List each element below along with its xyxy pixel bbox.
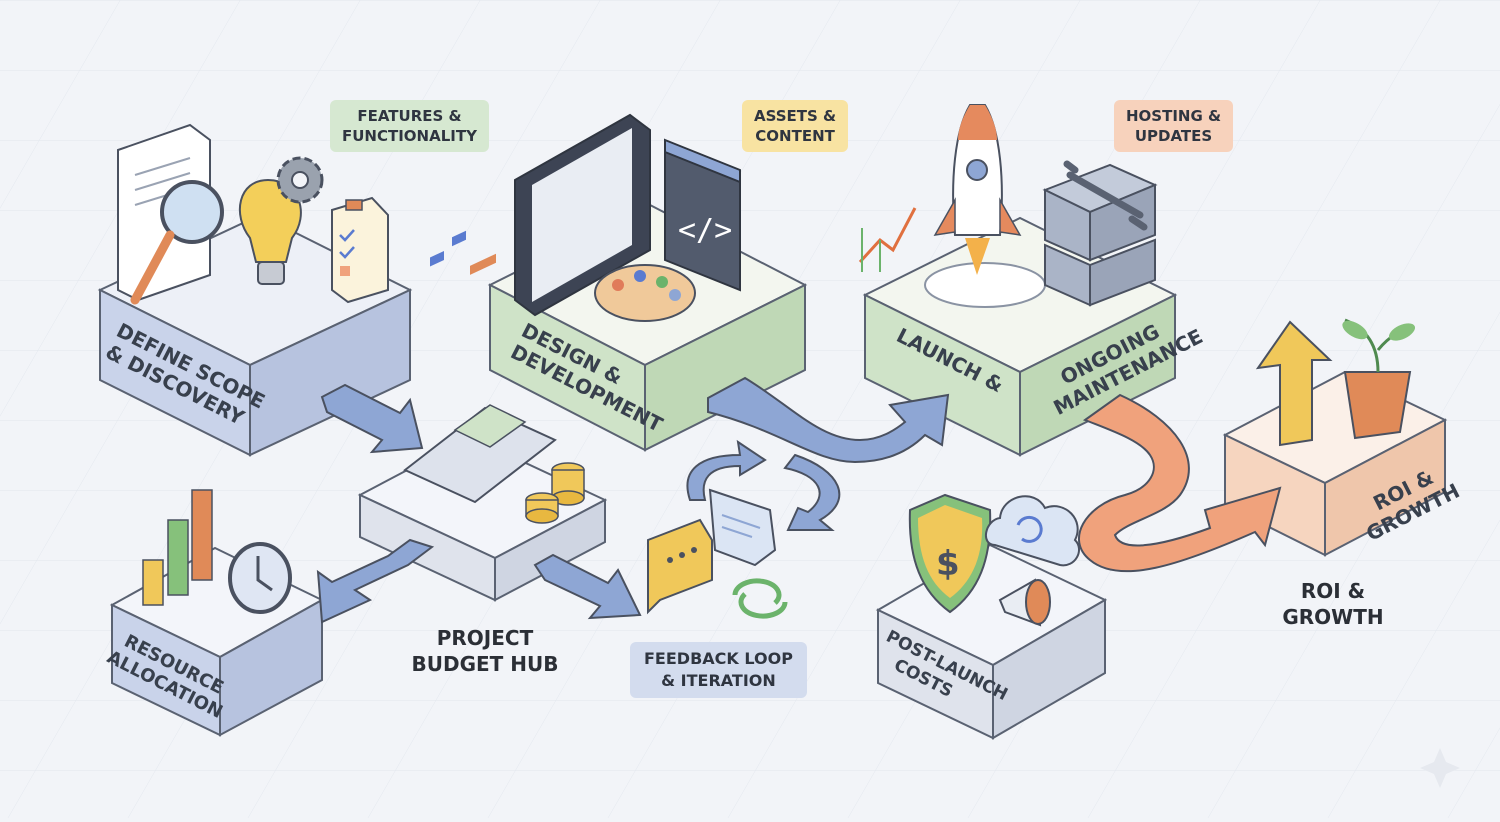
tag-hosting: HOSTING & UPDATES: [1114, 100, 1234, 152]
platform-resource-allocation: RESOURCE ALLOCATION: [104, 546, 325, 737]
svg-text:$: $: [936, 544, 960, 584]
magnifier-icon: [130, 180, 224, 305]
budget-hub-label: PROJECT BUDGET HUB: [411, 626, 559, 676]
palette-icon: [594, 264, 696, 322]
lightbulb-icon: [238, 178, 302, 285]
chat-bubbles-icon: [647, 488, 777, 615]
arrow-hub-to-resource: [316, 538, 435, 624]
bar-chart-icon: [142, 489, 213, 606]
server-icon: [1042, 163, 1158, 307]
clipboard-checklist-icon: [331, 196, 389, 304]
arrow-scope-to-hub: [320, 383, 424, 454]
plant-pot-icon: [1342, 318, 1416, 440]
svg-text:</>: </>: [678, 213, 732, 248]
clock-icon: [228, 542, 292, 614]
cloud-sync-icon: [985, 495, 1080, 567]
tablet-wireframe-icon: [514, 113, 651, 317]
tag-feedback: FEEDBACK LOOP & ITERATION: [630, 642, 807, 698]
sparkle-icon: [1420, 748, 1460, 788]
tag-features: FEATURES & FUNCTIONALITY: [330, 100, 489, 152]
arrow-design-to-launch: [707, 376, 950, 464]
growth-arrow-icon: [1255, 320, 1333, 447]
rocket-icon: [924, 104, 1046, 308]
arrow-feedback-loop: [686, 439, 841, 531]
wrench-icon: [1063, 160, 1148, 231]
calculator-icon: [403, 230, 557, 504]
refresh-icon: [732, 578, 788, 619]
megaphone-icon: [998, 578, 1051, 627]
platform-roi: ROI & GROWTH: [1222, 370, 1463, 557]
coins-icon: [525, 462, 585, 524]
tag-assets: ASSETS & CONTENT: [742, 100, 849, 152]
code-window-icon: </>: [664, 138, 741, 292]
roi-growth-label: ROI & GROWTH: [1282, 579, 1384, 629]
arrow-maintenance-to-roi: [1078, 393, 1282, 573]
platform-post-launch: POST-LAUNCH COSTS: [875, 543, 1108, 740]
trend-chart-icon: [858, 207, 917, 272]
arrow-hub-to-feedback: [533, 553, 642, 620]
gear-icon: [276, 156, 324, 204]
